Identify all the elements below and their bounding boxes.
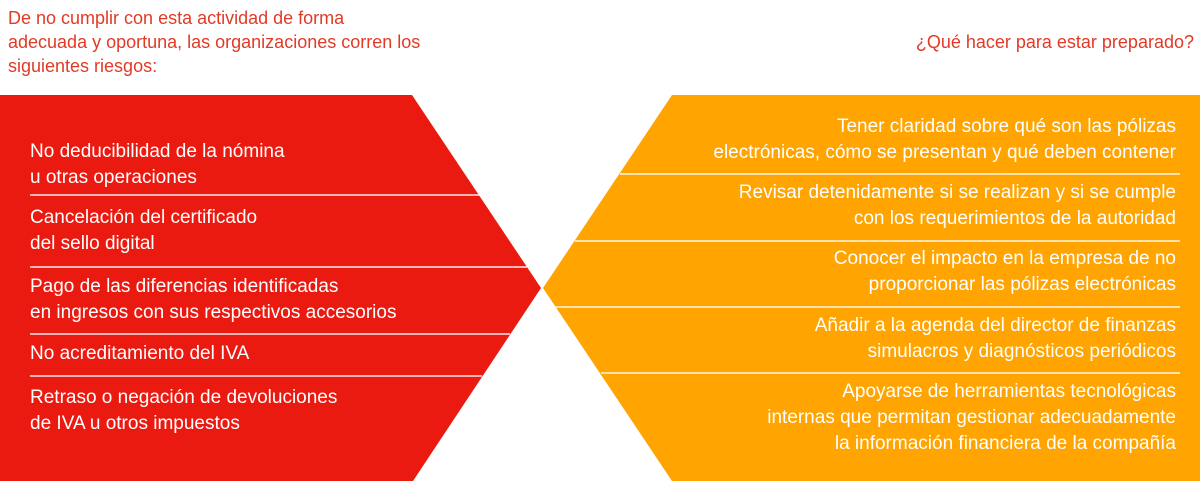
- risk-item: Pago de las diferencias identificadas en…: [30, 276, 397, 323]
- action-item: Revisar detenidamente si se realizan y s…: [738, 182, 1176, 229]
- risk-item: Retraso o negación de devoluciones de IV…: [30, 387, 338, 434]
- actions-heading: ¿Qué hacer para estar preparado?: [915, 32, 1194, 52]
- action-item: Apoyarse de herramientas tecnológicas in…: [767, 381, 1176, 454]
- actions-panel: [543, 95, 1200, 481]
- action-item: Conocer el impacto en la empresa de no p…: [833, 248, 1176, 295]
- risks-heading: De no cumplir con esta actividad de form…: [8, 8, 421, 76]
- risk-item: No acreditamiento del IVA: [30, 343, 250, 364]
- action-item: Añadir a la agenda del director de finan…: [814, 315, 1176, 362]
- risk-item: Cancelación del certificado del sello di…: [30, 207, 258, 254]
- risk-item: No deducibilidad de la nómina u otras op…: [30, 141, 285, 188]
- action-item: Tener claridad sobre qué son las pólizas…: [713, 116, 1176, 163]
- risks-panel: [0, 95, 541, 481]
